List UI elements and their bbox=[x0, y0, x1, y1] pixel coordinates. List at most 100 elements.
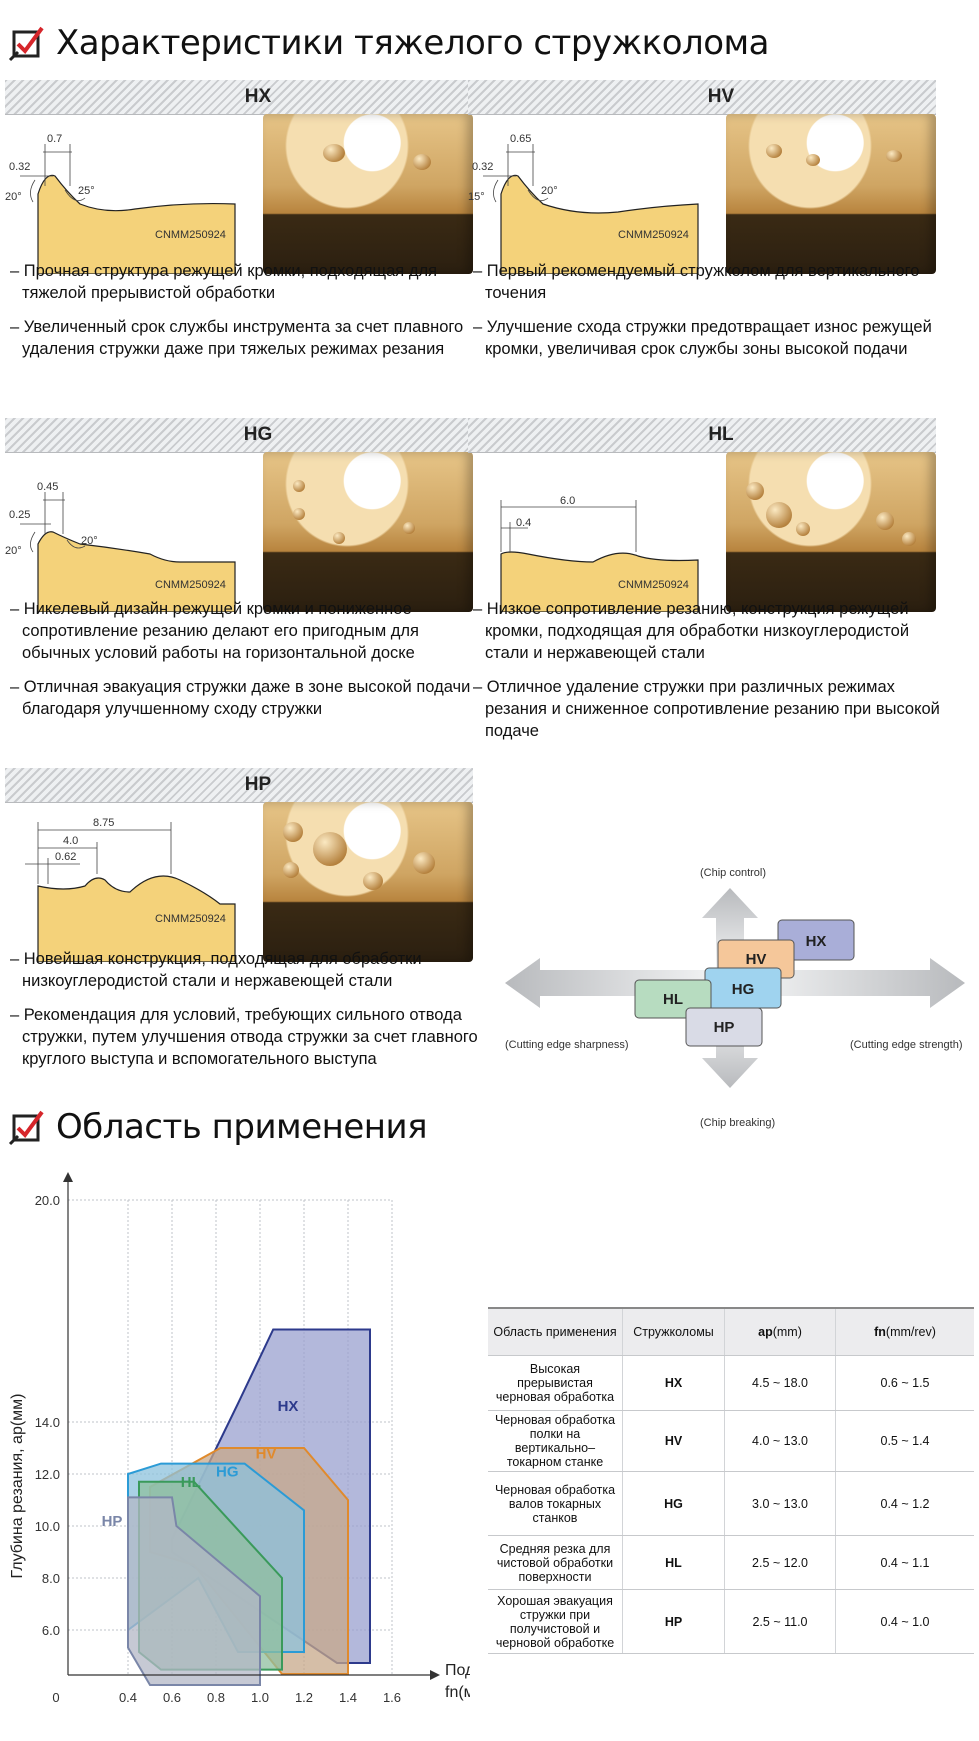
breaker-description: – Никелевый дизайн режущей кромки и пони… bbox=[8, 598, 478, 732]
range-label-hp: HP bbox=[102, 1513, 123, 1530]
breaker-code-label: HV bbox=[707, 86, 735, 107]
breaker-band: HL bbox=[468, 418, 936, 453]
breaker-description: – Низкое сопротивление резанию, конструк… bbox=[471, 598, 941, 754]
label-edge-strength: (Cutting edge strength) bbox=[850, 1039, 963, 1051]
insert-photo bbox=[263, 114, 473, 274]
dim-land: 0.25 bbox=[9, 509, 30, 521]
x-axis-label-1: Подача, bbox=[445, 1662, 470, 1679]
table-row: Средняя резка для чистовой обработки пов… bbox=[488, 1535, 974, 1590]
insert-photo bbox=[263, 452, 473, 612]
insert-code: CNMM250924 bbox=[618, 229, 689, 241]
dim-width: 0.45 bbox=[37, 481, 58, 493]
insert-photo bbox=[726, 114, 936, 274]
dim-land: 0.4 bbox=[516, 517, 531, 529]
breaker-code-label: HX bbox=[244, 86, 272, 107]
x-tick-label: 1.4 bbox=[339, 1690, 357, 1705]
dim-land: 0.62 bbox=[55, 851, 76, 863]
dim-angle-2: 20° bbox=[81, 535, 98, 547]
arrow-right bbox=[750, 958, 965, 1008]
breaker-band: HX bbox=[5, 80, 473, 115]
bullet-item: – Первый рекомендуемый стружколом для ве… bbox=[473, 262, 920, 302]
checkbox-logo-icon bbox=[8, 1108, 46, 1146]
y-tick-label: 10.0 bbox=[35, 1519, 60, 1534]
x-tick-label: 1.0 bbox=[251, 1690, 269, 1705]
dim-land: 0.32 bbox=[9, 161, 30, 173]
bullet-item: – Рекомендация для условий, требующих си… bbox=[10, 1006, 478, 1068]
insert-code: CNMM250924 bbox=[155, 913, 226, 925]
svg-text:HP: HP bbox=[714, 1019, 735, 1036]
bullet-item: – Никелевый дизайн режущей кромки и пони… bbox=[10, 600, 419, 662]
bullet-item: – Отличное удаление стружки при различны… bbox=[473, 678, 940, 740]
breaker-profile-diagram: 8.75 4.0 0.62 CNMM250924 bbox=[25, 817, 236, 962]
breaker-description: – Прочная структура режущей кромки, подх… bbox=[8, 260, 478, 372]
svg-text:HG: HG bbox=[732, 981, 755, 998]
x-tick-label: 1.2 bbox=[295, 1690, 313, 1705]
y-tick-label: 20.0 bbox=[35, 1193, 60, 1208]
breaker-panel-hv: HV 0.65 0.32 15° 20° CNMM250924 – Первый… bbox=[468, 80, 936, 380]
breaker-description: – Первый рекомендуемый стружколом для ве… bbox=[471, 260, 941, 372]
bullet-item: – Новейшая конструкция, подходящая для о… bbox=[10, 950, 422, 990]
dim-middle: 4.0 bbox=[63, 835, 78, 847]
y-tick-label: 6.0 bbox=[42, 1623, 60, 1638]
range-label-hl: HL bbox=[181, 1474, 201, 1491]
range-area-hp bbox=[127, 1496, 261, 1686]
label-chip-control: (Chip control) bbox=[700, 867, 766, 879]
breaker-code-label: HP bbox=[244, 774, 272, 795]
dim-angle-1: 20° bbox=[5, 191, 22, 203]
breaker-band: HG bbox=[5, 418, 473, 453]
breaker-profile-diagram: 6.0 0.4 CNMM250924 bbox=[500, 495, 699, 612]
bullet-item: – Увеличенный срок службы инструмента за… bbox=[10, 318, 464, 358]
table-row: Хорошая эвакуация стружки при получистов… bbox=[488, 1589, 974, 1654]
breaker-profile-diagram: 0.65 0.32 15° 20° CNMM250924 bbox=[468, 133, 699, 274]
insert-code: CNMM250924 bbox=[155, 229, 226, 241]
th-breakers: Стружколомы bbox=[622, 1307, 725, 1356]
x-tick-label: 0.6 bbox=[163, 1690, 181, 1705]
insert-photo bbox=[726, 452, 936, 612]
page-title: Характеристики тяжелого стружколома bbox=[56, 23, 770, 63]
x-tick-label: 0.8 bbox=[207, 1690, 225, 1705]
breaker-panel-hg: HG 0.45 0.25 20° 20° CNMM250924 – Никеле… bbox=[5, 418, 473, 718]
x-tick-label: 0 bbox=[52, 1690, 59, 1705]
dim-angle-1: 15° bbox=[468, 191, 485, 203]
breaker-panel-hl: HL 6.0 0.4 CNMM250924 – Низкое сопротивл… bbox=[468, 418, 940, 740]
bullet-item: – Низкое сопротивление резанию, конструк… bbox=[473, 600, 910, 662]
x-tick-label: 0.4 bbox=[119, 1690, 137, 1705]
dim-outer: 8.75 bbox=[93, 817, 114, 829]
range-label-hx: HX bbox=[278, 1398, 299, 1415]
insert-code: CNMM250924 bbox=[155, 579, 226, 591]
bullet-item: – Отличная эвакуация стружки даже в зоне… bbox=[10, 678, 471, 718]
breaker-profile-diagram: 0.7 0.32 20° 25° CNMM250924 bbox=[5, 133, 236, 274]
th-fn: fn(mm/rev) bbox=[835, 1307, 974, 1356]
y-axis-label: Глубина резания, ар(мм) bbox=[9, 1393, 26, 1578]
x-axis-label-2: fn(мн/об) bbox=[445, 1684, 470, 1701]
bullet-item: – Прочная структура режущей кромки, подх… bbox=[10, 262, 438, 302]
insert-code: CNMM250924 bbox=[618, 579, 689, 591]
dim-angle-2: 20° bbox=[541, 185, 558, 197]
box-hp bbox=[685, 1007, 763, 1047]
y-tick-label: 12.0 bbox=[35, 1467, 60, 1482]
dim-land: 0.32 bbox=[472, 161, 493, 173]
section-title-application: Область применения bbox=[8, 1102, 428, 1152]
bullet-item: – Улучшение схода стружки предотвращает … bbox=[473, 318, 932, 358]
checkbox-logo-icon bbox=[8, 24, 46, 62]
x-tick-label: 1.6 bbox=[383, 1690, 401, 1705]
range-label-hg: HG bbox=[216, 1464, 239, 1481]
breaker-description: – Новейшая конструкция, подходящая для о… bbox=[8, 948, 528, 1082]
dim-width: 0.7 bbox=[47, 133, 62, 145]
application-table: Область применения Стружколомы ap(mm) fn… bbox=[488, 1307, 974, 1654]
y-tick-label: 14.0 bbox=[35, 1415, 60, 1430]
breaker-positioning-diagram: (Chip control) (Chip breaking) (Cutting … bbox=[505, 867, 965, 1129]
section-title: Область применения bbox=[56, 1107, 428, 1147]
dim-pitch: 6.0 bbox=[560, 495, 575, 507]
breaker-profile-diagram: 0.45 0.25 20° 20° CNMM250924 bbox=[5, 481, 236, 612]
breaker-band: HP bbox=[5, 768, 473, 803]
section-title-characteristics: Характеристики тяжелого стружколома bbox=[8, 18, 770, 68]
dim-angle-2: 25° bbox=[78, 185, 95, 197]
breaker-code-label: HG bbox=[243, 424, 273, 445]
table-row: Черновая обработка полки на вертикально–… bbox=[488, 1410, 974, 1472]
th-ap: ap(mm) bbox=[724, 1307, 836, 1356]
breaker-panel-hx: HX 0.7 0.32 20° 25° CNMM250924 – Прочная… bbox=[5, 80, 473, 380]
dim-angle-1: 20° bbox=[5, 545, 22, 557]
dim-width: 0.65 bbox=[510, 133, 531, 145]
